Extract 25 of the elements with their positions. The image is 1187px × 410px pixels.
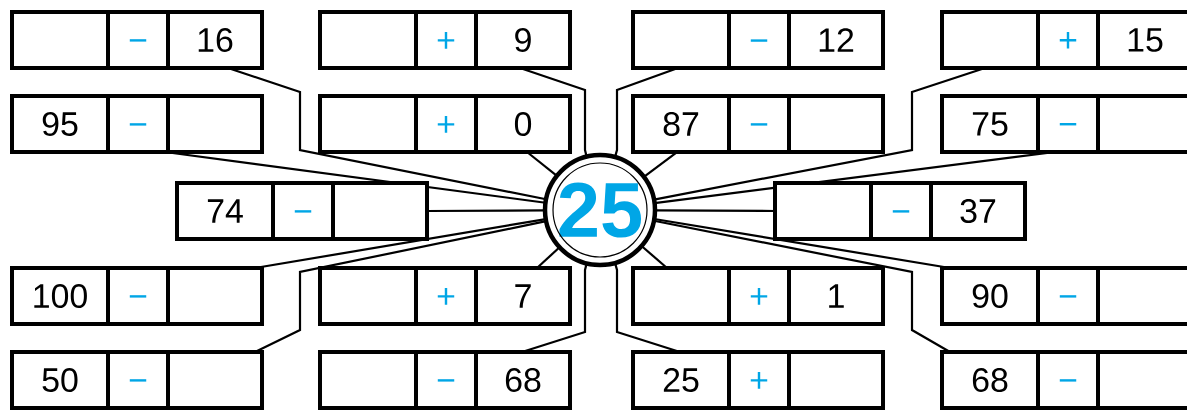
equation-box: + 1 [631,266,885,326]
equation-box: 68 − [940,350,1187,410]
equation-box: 90 − [940,266,1187,326]
equation-box: − 16 [10,10,264,70]
equation-box: + 0 [318,94,572,154]
equation-box: − 37 [773,181,1027,241]
connector-line [643,151,678,178]
connector-line [536,246,561,269]
equation-box: − 68 [318,350,572,410]
connector-line [640,245,668,269]
equation-box: + 9 [318,10,572,70]
equation-box: + 15 [940,10,1187,70]
equation-box: + 7 [318,266,572,326]
equation-box: − 12 [631,10,885,70]
connector-line [653,219,951,353]
equation-box: 100 − [10,266,264,326]
connector-line [655,209,775,213]
connector-line [526,151,558,177]
connector-line [427,209,545,213]
equation-box: 25 + [631,350,885,410]
equation-box: 95 − [10,94,264,154]
equation-box: 87 − [631,94,885,154]
equation-box: 75 − [940,94,1187,154]
equation-box: 74 − [175,181,429,241]
equation-box: 50 − [10,350,264,410]
